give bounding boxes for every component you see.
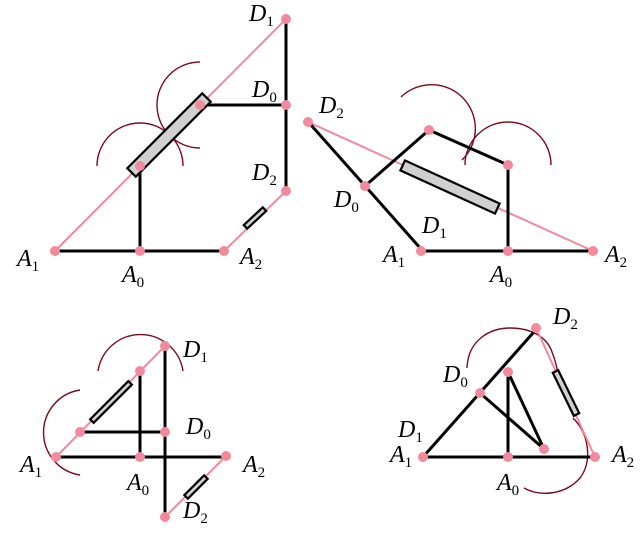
label-A2: A2 <box>241 452 265 481</box>
panel-1: D1 D0 D2 A1 A0 A2 <box>15 1 291 291</box>
arc <box>42 389 81 476</box>
slider <box>242 205 268 231</box>
label-A1: A1 <box>388 442 412 471</box>
label-D2: D2 <box>251 160 277 189</box>
slider <box>88 379 134 425</box>
label-D0: D0 <box>251 77 277 106</box>
joint-A2 <box>590 452 600 462</box>
label-D0: D0 <box>185 414 211 443</box>
joint-D2 <box>281 186 291 196</box>
joint-A2 <box>588 246 598 256</box>
joint-A0 <box>503 452 513 462</box>
label-A2: A2 <box>610 442 634 471</box>
joint-D0 <box>281 100 291 110</box>
joint <box>503 160 513 170</box>
joint-D2 <box>160 512 170 522</box>
label-D1: D1 <box>248 1 274 30</box>
joint-D0 <box>475 388 485 398</box>
label-A0: A0 <box>125 470 149 499</box>
joint-A1 <box>416 246 426 256</box>
joint <box>424 125 434 135</box>
joint <box>75 427 85 437</box>
panel-3: D1 D0 D2 A1 A0 A2 <box>18 333 265 527</box>
joint-A0 <box>135 246 145 256</box>
joint-D1 <box>160 341 170 351</box>
joint-D0 <box>360 181 370 191</box>
arc <box>466 327 559 375</box>
label-A2: A2 <box>603 242 627 271</box>
joint-A1 <box>50 246 60 256</box>
joint-A1 <box>418 452 428 462</box>
joint-A0 <box>135 452 145 462</box>
slider <box>398 158 502 216</box>
arc <box>96 122 184 167</box>
link <box>478 391 546 451</box>
label-A1: A1 <box>18 452 42 481</box>
label-D1: D1 <box>397 417 423 446</box>
arc <box>400 83 476 161</box>
label-D2: D2 <box>552 304 578 333</box>
label-A1: A1 <box>15 246 39 275</box>
joint <box>135 366 145 376</box>
label-A0: A0 <box>495 470 519 499</box>
joint <box>539 444 549 454</box>
arc <box>464 121 552 166</box>
joint-A2 <box>219 246 229 256</box>
joint <box>503 367 513 377</box>
label-A2: A2 <box>238 244 262 273</box>
joint-A2 <box>221 451 231 461</box>
joint-D2 <box>303 117 313 127</box>
label-D1: D1 <box>421 213 447 242</box>
label-A0: A0 <box>120 262 144 291</box>
label-D0: D0 <box>442 362 468 391</box>
label-A1: A1 <box>381 242 405 271</box>
panel-4: D2 D0 D1 A1 A0 A2 <box>388 304 634 499</box>
joint <box>195 100 205 110</box>
arc <box>97 333 184 372</box>
arc <box>156 61 201 149</box>
label-D2: D2 <box>318 93 344 122</box>
joint-D0 <box>160 427 170 437</box>
link <box>506 370 546 451</box>
joint-A0 <box>503 246 513 256</box>
joint-A1 <box>51 452 61 462</box>
joint-D2 <box>531 323 541 333</box>
joint <box>135 161 145 171</box>
slider <box>551 368 581 418</box>
slider <box>125 91 213 179</box>
label-D1: D1 <box>182 337 208 366</box>
link <box>427 128 510 167</box>
link <box>363 128 431 188</box>
panel-2: D2 D0 D1 A1 A0 A2 <box>303 83 627 291</box>
joint-D1 <box>281 14 291 24</box>
label-A0: A0 <box>488 262 512 291</box>
label-D0: D0 <box>333 187 359 216</box>
label-D2: D2 <box>182 498 208 527</box>
slider <box>182 473 210 501</box>
